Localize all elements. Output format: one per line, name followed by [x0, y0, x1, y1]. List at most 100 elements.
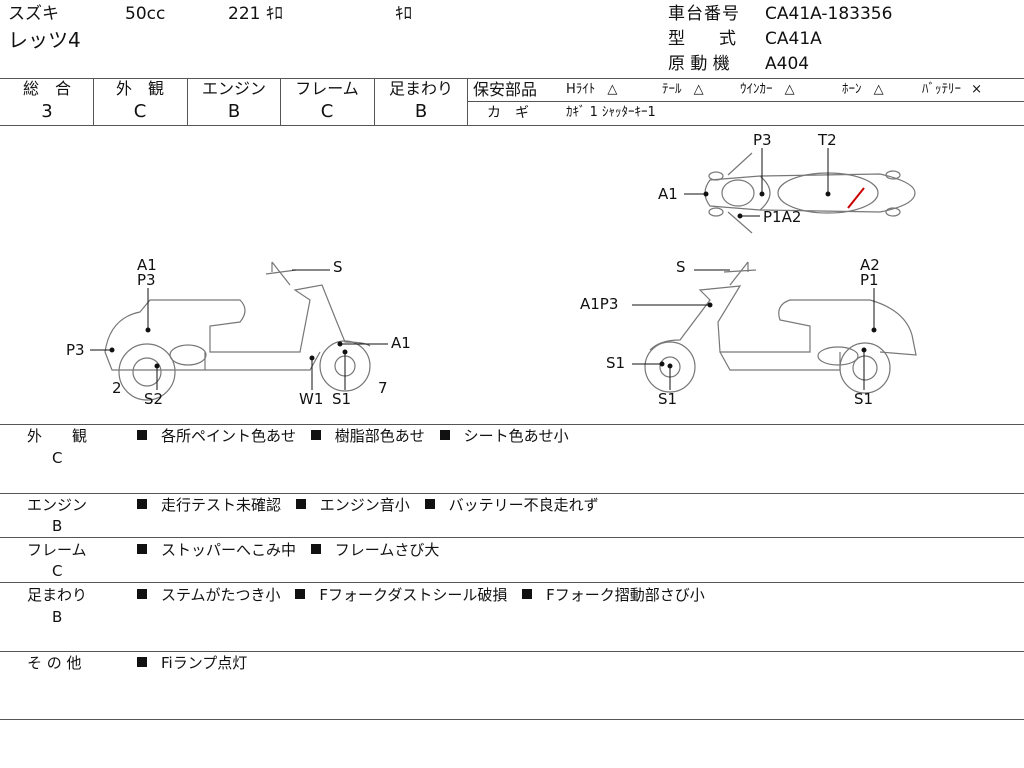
bullet-square-icon [439, 430, 450, 440]
remark-label: そ の 他 [27, 654, 82, 672]
grade-value-engine: B [227, 101, 241, 122]
safety-item-name: ﾎｰﾝ [842, 82, 862, 97]
diagram-label: S1 [332, 390, 351, 408]
mileage: 221 ｷﾛ [228, 4, 283, 24]
diagram-label: S [333, 258, 343, 276]
diagram-label: P1A2 [763, 208, 801, 226]
diagram-label: P3 [66, 341, 85, 359]
remark-items: ストッパーへこみ中 フレームさび大 [137, 543, 449, 558]
key-label: カ ギ [487, 105, 529, 121]
grade-label-frame: フレーム [295, 79, 359, 98]
bullet-square-icon [137, 499, 147, 509]
grade-label-overall: 総 合 [22, 79, 71, 98]
grade-label-suspension: 足まわり [388, 79, 453, 98]
remark-items: Fiランプ点灯 [137, 656, 257, 671]
divider [0, 125, 1024, 126]
maker-name: スズキ [8, 4, 59, 24]
remark-grade: B [52, 517, 63, 535]
frame-no-label: 車台番号 [668, 4, 740, 24]
divider [187, 78, 188, 125]
safety-item-name: ﾊﾞｯﾃﾘｰ [922, 82, 961, 97]
safety-item: Hﾗｲﾄ △ [566, 83, 617, 96]
divider [0, 651, 1024, 652]
grade-value-overall: 3 [41, 101, 53, 122]
type-label: 型 式 [668, 29, 736, 49]
diagram-label: T2 [817, 131, 837, 149]
scooter-right-view [644, 261, 917, 394]
remark-label: 外 観 [27, 427, 88, 445]
bullet-square-icon [424, 499, 435, 509]
remark-items: 走行テスト未確認 エンジン音小 バッテリー不良走れず [137, 498, 609, 513]
divider [0, 493, 1024, 494]
remark-item: Fiランプ点灯 [137, 656, 247, 671]
diagram-label: A1 [137, 256, 157, 274]
frame-no: CA41A-183356 [765, 4, 893, 24]
divider [280, 78, 281, 125]
remark-item: シート色あせ小 [439, 429, 569, 444]
safety-item-mark: △ [873, 82, 884, 97]
model-name: レッツ4 [8, 28, 81, 52]
mileage-unit: ｷﾛ [395, 4, 412, 24]
divider [0, 537, 1024, 538]
remark-grade: C [52, 562, 63, 580]
divider [0, 424, 1024, 425]
remark-item: バッテリー不良走れず [424, 498, 599, 513]
diagram-label: S1 [658, 390, 677, 408]
type-value: CA41A [765, 29, 822, 49]
remark-label: 足まわり [27, 586, 88, 604]
diagram-label: 2 [112, 379, 122, 397]
bullet-square-icon [310, 544, 321, 554]
safety-item-mark: △ [607, 82, 618, 97]
engine-label: 原 動 機 [668, 54, 730, 74]
remark-item: エンジン音小 [295, 498, 410, 513]
diagram-label: A1P3 [580, 295, 618, 313]
divider [0, 582, 1024, 583]
divider [0, 719, 1024, 720]
safety-item-name: ｳｲﾝｶｰ [740, 82, 773, 97]
diagram-label: P3 [753, 131, 772, 149]
diagram-label: S2 [144, 390, 163, 408]
remark-grade: B [52, 608, 63, 626]
bullet-square-icon [137, 430, 147, 440]
bullet-square-icon [295, 499, 306, 509]
divider [93, 78, 94, 125]
bullet-square-icon [137, 544, 147, 554]
scooter-left-view [104, 261, 371, 401]
remark-grade: C [52, 449, 63, 467]
bullet-square-icon [310, 430, 321, 440]
safety-item-mark: △ [693, 82, 704, 97]
grade-label-exterior: 外 観 [115, 79, 164, 98]
diagram-label: W1 [299, 390, 323, 408]
diagram-label: S1 [606, 354, 625, 372]
damage-mark [847, 187, 865, 209]
diagram-label: 7 [378, 379, 388, 397]
safety-label: 保安部品 [473, 80, 538, 99]
remark-item: ストッパーへこみ中 [137, 543, 296, 558]
safety-item: ﾃｰﾙ △ [662, 83, 704, 96]
remark-item: 走行テスト未確認 [137, 498, 281, 513]
remark-item: 各所ペイント色あせ [137, 429, 296, 444]
divider [467, 78, 468, 125]
safety-item-name: Hﾗｲﾄ [566, 82, 596, 97]
safety-item: ﾊﾞｯﾃﾘｰ × [922, 83, 982, 96]
grade-label-engine: エンジン [201, 79, 266, 98]
grade-value-exterior: C [133, 101, 147, 122]
safety-item-name: ﾃｰﾙ [662, 82, 682, 97]
scooter-top-view [704, 152, 916, 234]
key-value: ｶｷﾞ 1 ｼｬｯﾀｰｷｰ1 [566, 105, 656, 120]
engine-value: A404 [765, 54, 810, 74]
diagram-label: A1 [391, 334, 411, 352]
divider [0, 78, 1024, 79]
safety-item-mark: △ [784, 82, 795, 97]
bullet-square-icon [137, 589, 147, 599]
remark-label: フレーム [27, 541, 87, 559]
diagram-label: A2 [860, 256, 880, 274]
grade-value-suspension: B [414, 101, 428, 122]
safety-item: ﾎｰﾝ △ [842, 83, 884, 96]
displacement: 50cc [125, 4, 166, 24]
damage-diagram: P3 T2 A1 P1A2 A1 P3 S P3 A1 2 S2 W1 S1 7… [66, 131, 917, 408]
bullet-square-icon [522, 589, 533, 599]
bullet-square-icon [137, 657, 147, 667]
remark-items: 各所ペイント色あせ 樹脂部色あせ シート色あせ小 [137, 429, 579, 444]
remark-item: フレームさび大 [310, 543, 439, 558]
